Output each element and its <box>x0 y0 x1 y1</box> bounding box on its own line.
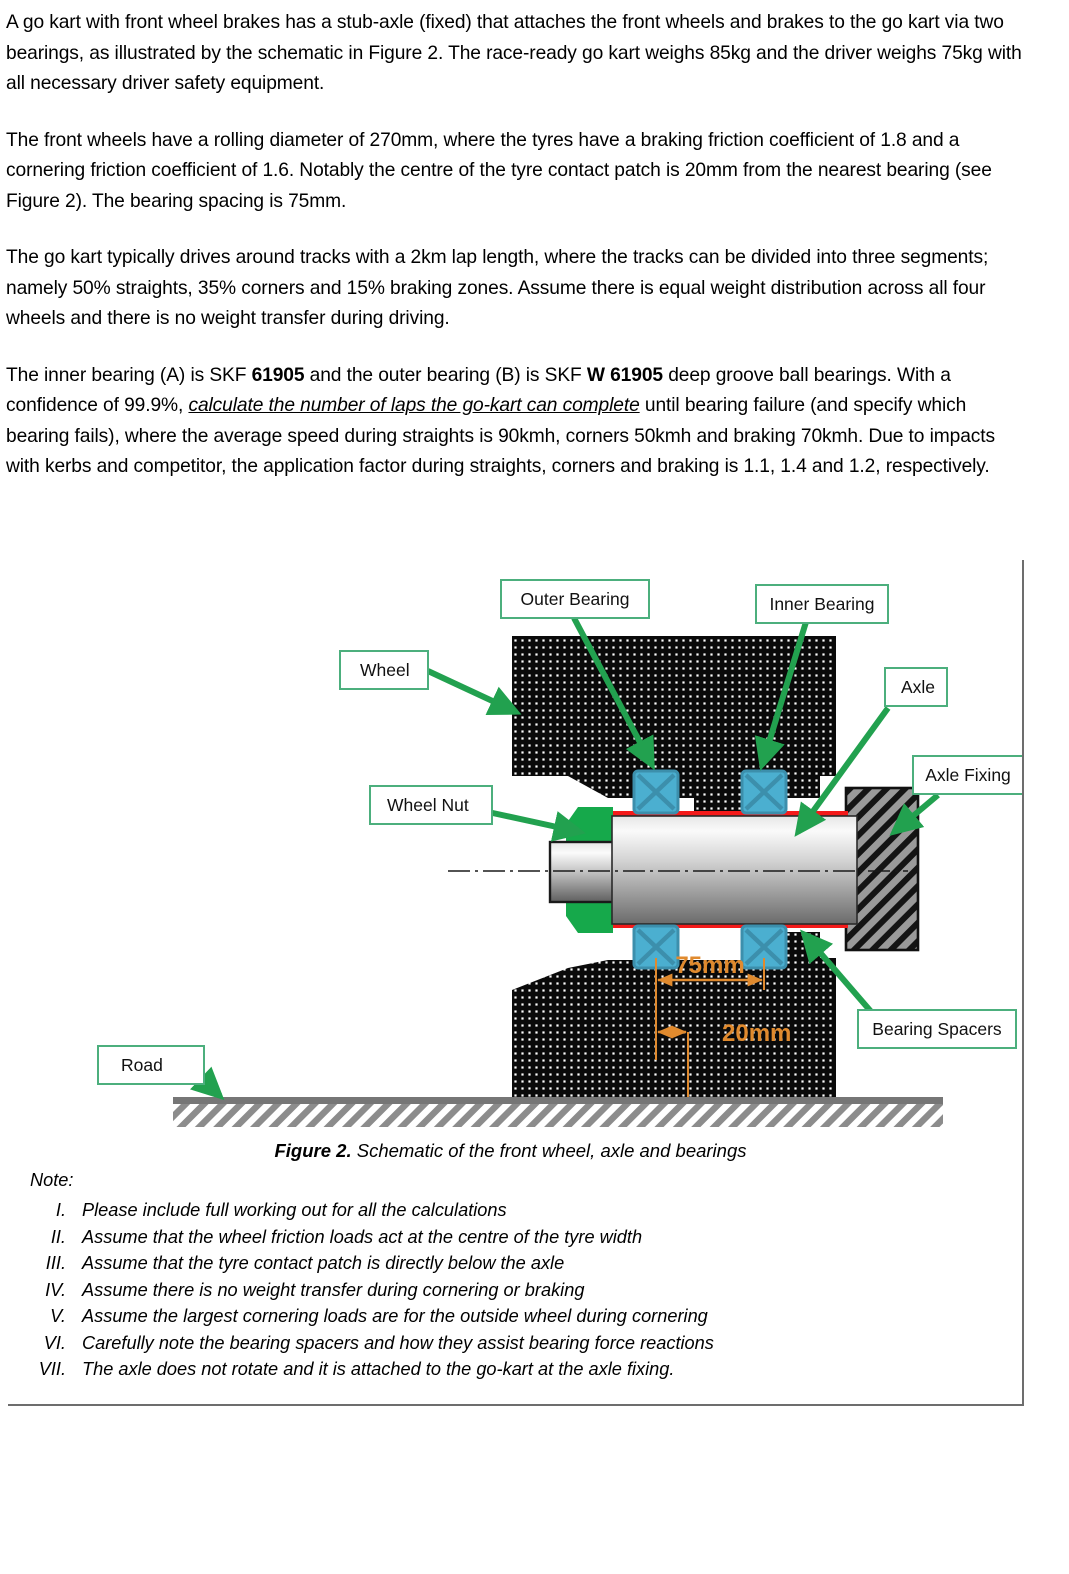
paragraph-task: The inner bearing (A) is SKF 61905 and t… <box>6 361 1032 483</box>
notes-section: Note: I. Please include full working out… <box>26 1168 986 1383</box>
callout-wheel-nut[interactable]: Wheel Nut <box>369 785 493 825</box>
list-item: I. Please include full working out for a… <box>26 1197 986 1224</box>
callout-label-inner-bearing: Inner Bearing <box>769 594 874 614</box>
text-run: and the outer bearing (B) is SKF <box>304 364 587 386</box>
note-text: Assume the largest cornering loads are f… <box>82 1306 708 1326</box>
road-surface <box>173 1097 943 1127</box>
note-text: The axle does not rotate and it is attac… <box>82 1359 675 1379</box>
emphasis-run: calculate the number of laps the go-kart… <box>188 395 640 416</box>
outer-bearing-upper <box>632 769 680 815</box>
callout-axle-fixing[interactable]: Axle Fixing <box>912 755 1022 795</box>
arrow-wheel <box>426 668 522 715</box>
figure-caption: Figure 2. Schematic of the front wheel, … <box>8 1138 1013 1164</box>
text-run: The front wheels have a rolling diameter… <box>6 129 992 212</box>
list-item: II. Assume that the wheel friction loads… <box>26 1224 986 1251</box>
axle-stub-end <box>548 840 618 904</box>
text-run: deep groove ball bearings. With a confid… <box>6 364 951 417</box>
note-numeral: III. <box>45 1253 66 1273</box>
note-numeral: II. <box>50 1226 66 1247</box>
note-numeral: I. <box>55 1200 66 1220</box>
callout-label-axle-fixing: Axle Fixing <box>925 765 1011 785</box>
callout-wheel[interactable]: Wheel <box>339 650 429 690</box>
bold-run: 61905 <box>251 364 305 386</box>
text-run: A go kart with front wheel brakes has a … <box>6 12 1022 94</box>
callout-label-wheel-nut: Wheel Nut <box>387 795 469 815</box>
text-run: The go kart typically drives around trac… <box>6 247 989 329</box>
question-text: A go kart with front wheel brakes has a … <box>6 8 1032 509</box>
note-text: Assume that the tyre contact patch is di… <box>82 1253 565 1273</box>
list-item: V. Assume the largest cornering loads ar… <box>26 1303 986 1330</box>
figure-caption-text: Schematic of the front wheel, axle and b… <box>351 1140 747 1161</box>
notes-title: Note: <box>30 1170 74 1190</box>
callout-arrows <box>185 616 940 1101</box>
paragraph-track: The go kart typically drives around trac… <box>6 243 1032 335</box>
callout-label-wheel: Wheel <box>360 660 410 680</box>
paragraph-wheels: The front wheels have a rolling diameter… <box>6 126 1032 218</box>
note-numeral: VI. <box>43 1332 66 1353</box>
text-run: The inner bearing (A) is SKF <box>6 364 252 386</box>
arrow-wheel-nut <box>487 809 586 842</box>
arrow-bearing-spacers <box>800 929 883 1024</box>
arrow-inner-bearing <box>754 621 809 771</box>
callout-label-bearing-spacers: Bearing Spacers <box>872 1019 1002 1039</box>
figure-caption-number: Figure 2. <box>274 1140 352 1161</box>
callout-label-axle: Axle <box>901 677 935 697</box>
note-text: Please include full working out for all … <box>82 1200 507 1220</box>
text-run: until bearing failure (and specify which… <box>6 395 996 477</box>
notes-list: I. Please include full working out for a… <box>26 1197 986 1383</box>
paragraph-intro: A go kart with front wheel brakes has a … <box>6 8 1032 100</box>
list-item: IV. Assume there is no weight transfer d… <box>26 1277 986 1304</box>
inner-bearing-upper <box>740 769 788 815</box>
bold-run: W 61905 <box>586 364 663 386</box>
dimension-75mm: 75mm <box>655 952 765 1060</box>
note-text: Carefully note the bearing spacers and h… <box>82 1332 714 1353</box>
list-item: VI. Carefully note the bearing spacers a… <box>26 1330 986 1357</box>
callout-label-road: Road <box>121 1055 163 1075</box>
callout-road[interactable]: Road <box>97 1045 205 1085</box>
schematic-diagram: 75mm 20mm <box>8 560 1022 1160</box>
figure-container: 75mm 20mm <box>8 560 1024 1406</box>
callout-outer-bearing[interactable]: Outer Bearing <box>500 579 650 619</box>
callout-bearing-spacers[interactable]: Bearing Spacers <box>857 1009 1017 1049</box>
list-item: VII. The axle does not rotate and it is … <box>26 1356 986 1383</box>
arrow-outer-bearing <box>571 616 655 771</box>
note-numeral: VII. <box>38 1359 66 1379</box>
callout-inner-bearing[interactable]: Inner Bearing <box>755 584 889 624</box>
arrow-axle <box>794 706 891 837</box>
note-numeral: V. <box>50 1306 66 1326</box>
axle-shaft <box>611 815 858 925</box>
callout-label-outer-bearing: Outer Bearing <box>521 589 630 609</box>
arrow-axle-fixing <box>889 792 940 836</box>
dimension-20mm-label: 20mm <box>722 1020 791 1047</box>
list-item: III. Assume that the tyre contact patch … <box>26 1250 986 1277</box>
dimension-75mm-label: 75mm <box>675 952 744 979</box>
note-text: Assume that the wheel friction loads act… <box>82 1226 643 1247</box>
callout-axle[interactable]: Axle <box>884 667 948 707</box>
note-text: Assume there is no weight transfer durin… <box>82 1279 585 1300</box>
note-numeral: IV. <box>45 1279 66 1300</box>
dimension-20mm: 20mm <box>657 1020 791 1105</box>
